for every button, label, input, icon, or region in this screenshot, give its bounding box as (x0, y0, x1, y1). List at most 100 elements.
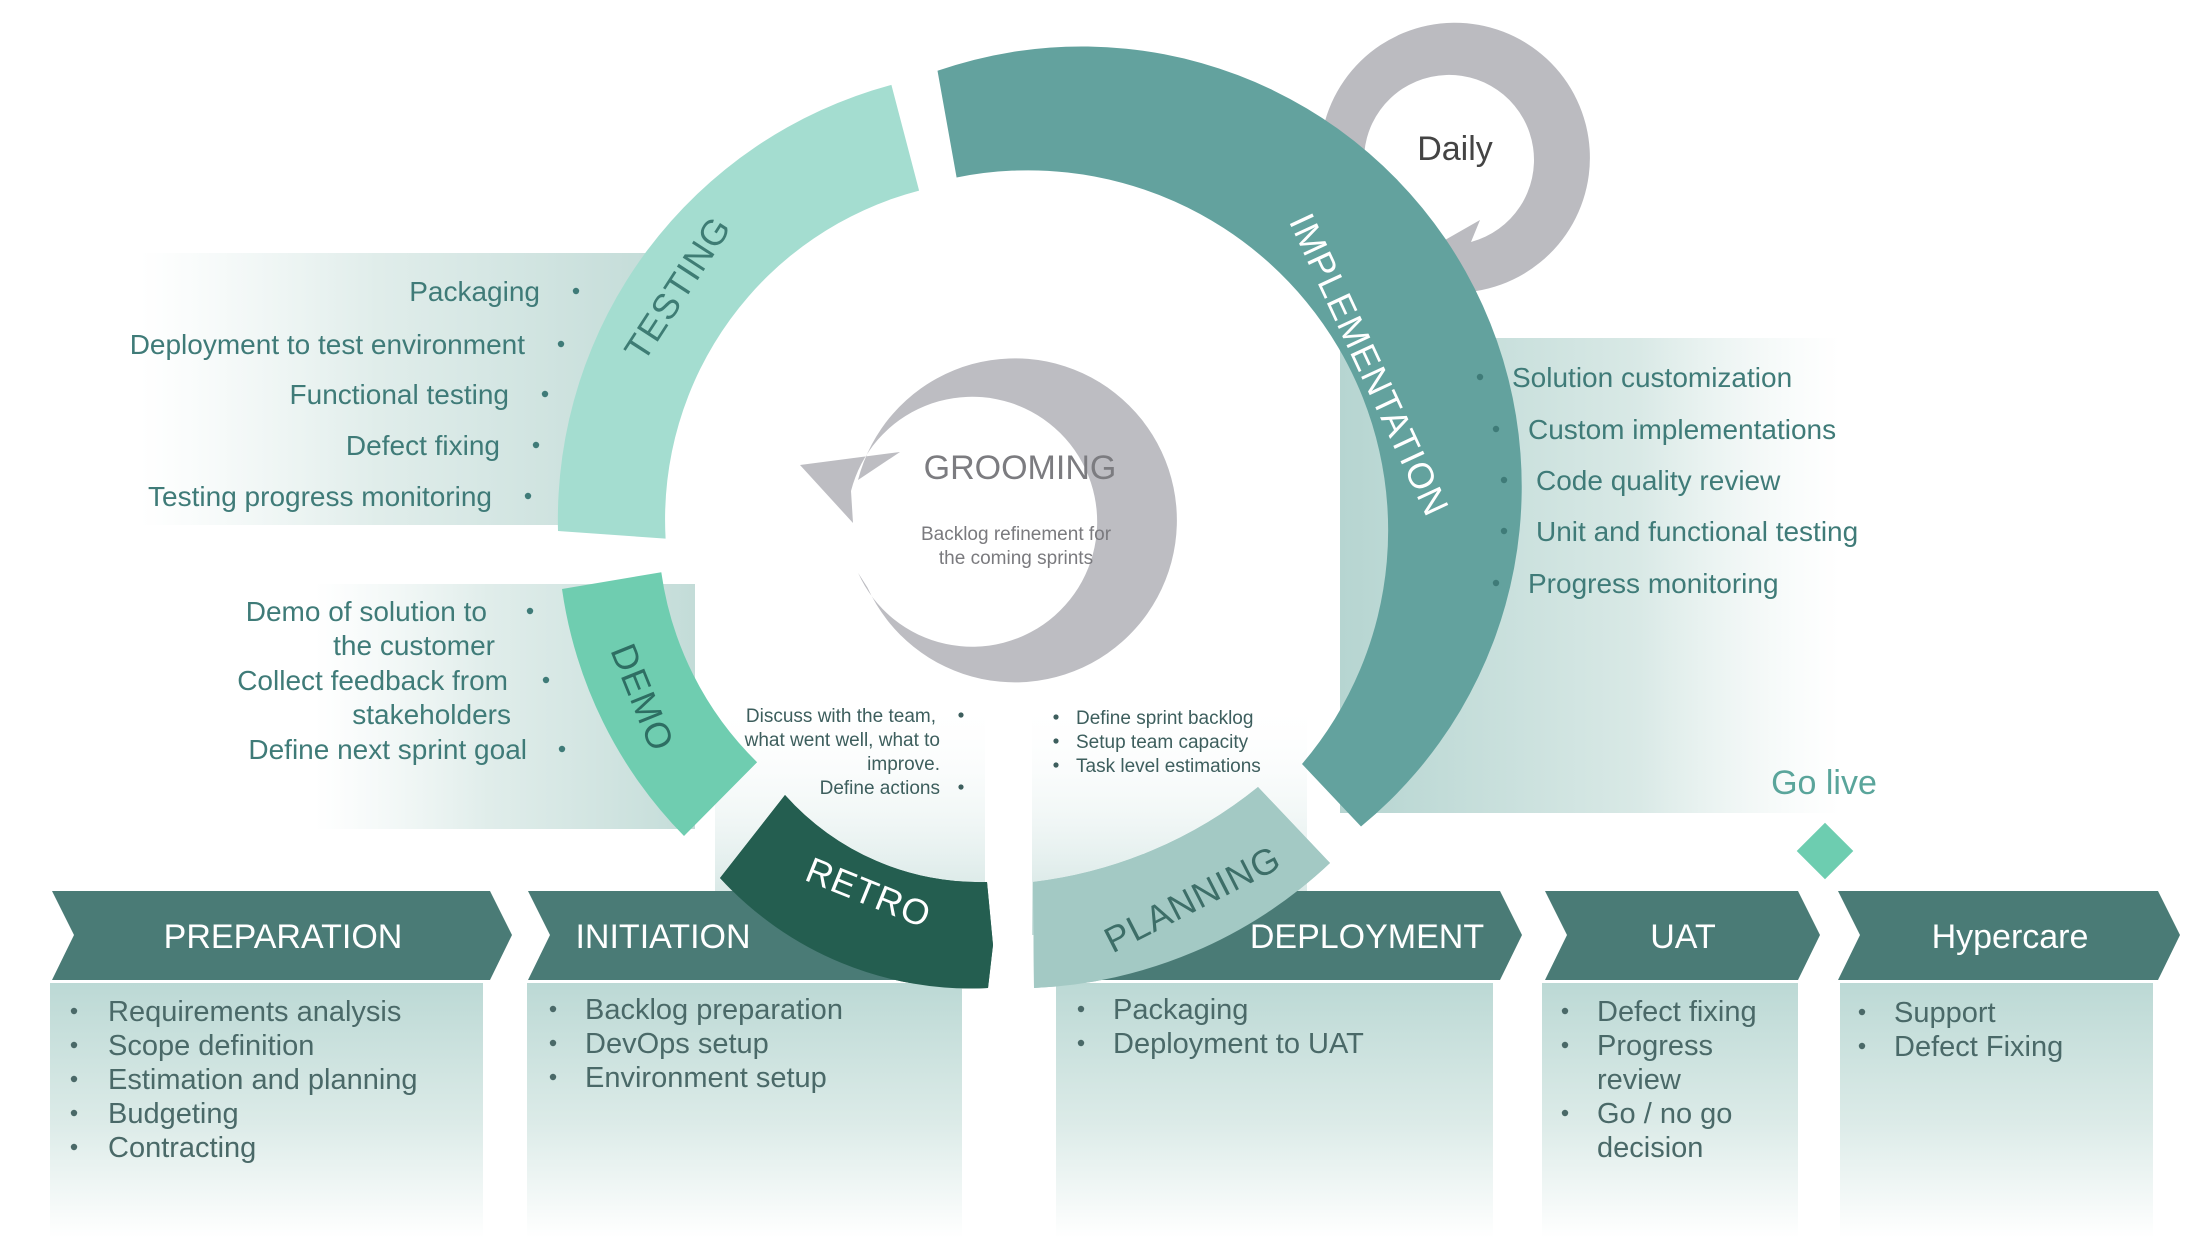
list-item: Environment setup (585, 1062, 827, 1094)
list-item: stakeholders (352, 699, 511, 730)
list-item: Define actions (820, 778, 940, 799)
bullet (1077, 1005, 1085, 1013)
list-item: Budgeting (108, 1098, 239, 1130)
bullet (526, 607, 534, 615)
list-item: Contracting (108, 1132, 256, 1164)
bullet (70, 1007, 78, 1015)
bullet (70, 1041, 78, 1049)
bullet (532, 441, 540, 449)
bullet (1561, 1041, 1569, 1049)
phase-box-preparation (50, 983, 483, 1238)
phase-box-deployment (1056, 983, 1493, 1238)
implementation-arc (937, 46, 1522, 827)
list-item: Requirements analysis (108, 996, 401, 1028)
grooming-loop-arrow (800, 358, 1177, 683)
grooming-description-line: Backlog refinement for (921, 524, 1112, 545)
bullet (542, 676, 550, 684)
bullet (1053, 762, 1059, 768)
bullet (549, 1073, 557, 1081)
daily-label: Daily (1417, 130, 1493, 168)
bullet (541, 390, 549, 398)
list-item: Backlog preparation (585, 994, 843, 1026)
phase-title: PREPARATION (164, 918, 403, 956)
initiation-list: Backlog preparation DevOps setup Environ… (549, 994, 843, 1094)
bullet (1476, 373, 1484, 381)
bullet (1500, 527, 1508, 535)
bullet (572, 287, 580, 295)
retro-arc-overlap (720, 795, 993, 989)
list-item: Estimation and planning (108, 1064, 418, 1096)
list-item: what went well, what to (744, 730, 940, 751)
bullet (524, 492, 532, 500)
list-item: Demo of solution to (246, 596, 487, 627)
bullet (70, 1143, 78, 1151)
hypercare-list: Support Defect Fixing (1858, 997, 2063, 1063)
list-item: Deployment to test environment (130, 329, 526, 360)
bullet (549, 1039, 557, 1047)
deployment-list: Packaging Deployment to UAT (1077, 994, 1364, 1060)
list-item: Task level estimations (1076, 756, 1261, 777)
list-item: Code quality review (1536, 465, 1781, 496)
list-item: Deployment to UAT (1113, 1028, 1364, 1060)
list-item: Support (1894, 997, 1996, 1029)
list-item: review (1597, 1064, 1682, 1096)
bullet (1500, 476, 1508, 484)
list-item: Go / no go (1597, 1098, 1732, 1130)
bullet (1561, 1007, 1569, 1015)
bullet (1492, 425, 1500, 433)
list-item: Define sprint backlog (1076, 708, 1253, 729)
list-item: Functional testing (290, 379, 509, 410)
phase-title: UAT (1650, 918, 1715, 956)
list-item: improve. (867, 754, 940, 775)
preparation-list: Requirements analysis Scope definition E… (70, 996, 418, 1164)
bullet (70, 1075, 78, 1083)
planning-list: Define sprint backlog Setup team capacit… (1053, 708, 1261, 777)
list-item: Custom implementations (1528, 414, 1836, 445)
bullet (1561, 1109, 1569, 1117)
testing-list: Packaging Deployment to test environment… (130, 276, 580, 512)
bullet (1053, 738, 1059, 744)
list-item: Solution customization (1512, 362, 1792, 393)
bullet (1858, 1008, 1866, 1016)
bullet (958, 712, 964, 718)
bullet (958, 784, 964, 790)
planning-arc-overlap (1033, 787, 1330, 988)
bullet (1077, 1039, 1085, 1047)
go-live-label: Go live (1771, 764, 1877, 802)
phase-title: INITIATION (575, 918, 750, 956)
bullet (558, 745, 566, 753)
go-live-marker (1796, 822, 1854, 880)
phase-chevron-hypercare (1838, 891, 2180, 980)
testing-arc (557, 84, 920, 539)
phase-chevron-uat (1545, 891, 1820, 980)
implementation-list: Solution customization Custom implementa… (1476, 362, 1858, 599)
list-item: Packaging (409, 276, 540, 307)
phase-title: DEPLOYMENT (1250, 918, 1484, 956)
demo-list: Demo of solution to the customer Collect… (237, 596, 566, 765)
list-item: Progress (1597, 1030, 1713, 1062)
list-item: Defect Fixing (1894, 1031, 2063, 1063)
phase-title: Hypercare (1932, 918, 2089, 956)
uat-list: Defect fixing Progress review Go / no go… (1561, 996, 1757, 1164)
bullet (1053, 714, 1059, 720)
list-item: Collect feedback from (237, 665, 508, 696)
list-item: Discuss with the team, (746, 706, 936, 727)
bullet (70, 1109, 78, 1117)
bullet (1858, 1042, 1866, 1050)
list-item: Defect fixing (1597, 996, 1757, 1028)
phase-box-uat (1542, 983, 1798, 1238)
list-item: Define next sprint goal (248, 734, 527, 765)
list-item: Progress monitoring (1528, 568, 1779, 599)
list-item: Setup team capacity (1076, 732, 1249, 753)
daily-loop-arrow (1320, 22, 1590, 303)
list-item: Scope definition (108, 1030, 314, 1062)
bullet (1492, 579, 1500, 587)
list-item: Packaging (1113, 994, 1248, 1026)
list-item: Unit and functional testing (1536, 516, 1858, 547)
grooming-label: GROOMING (924, 449, 1117, 487)
bullet (557, 340, 565, 348)
list-item: DevOps setup (585, 1028, 769, 1060)
retro-list: Discuss with the team, what went well, w… (744, 706, 964, 799)
list-item: Testing progress monitoring (148, 481, 492, 512)
